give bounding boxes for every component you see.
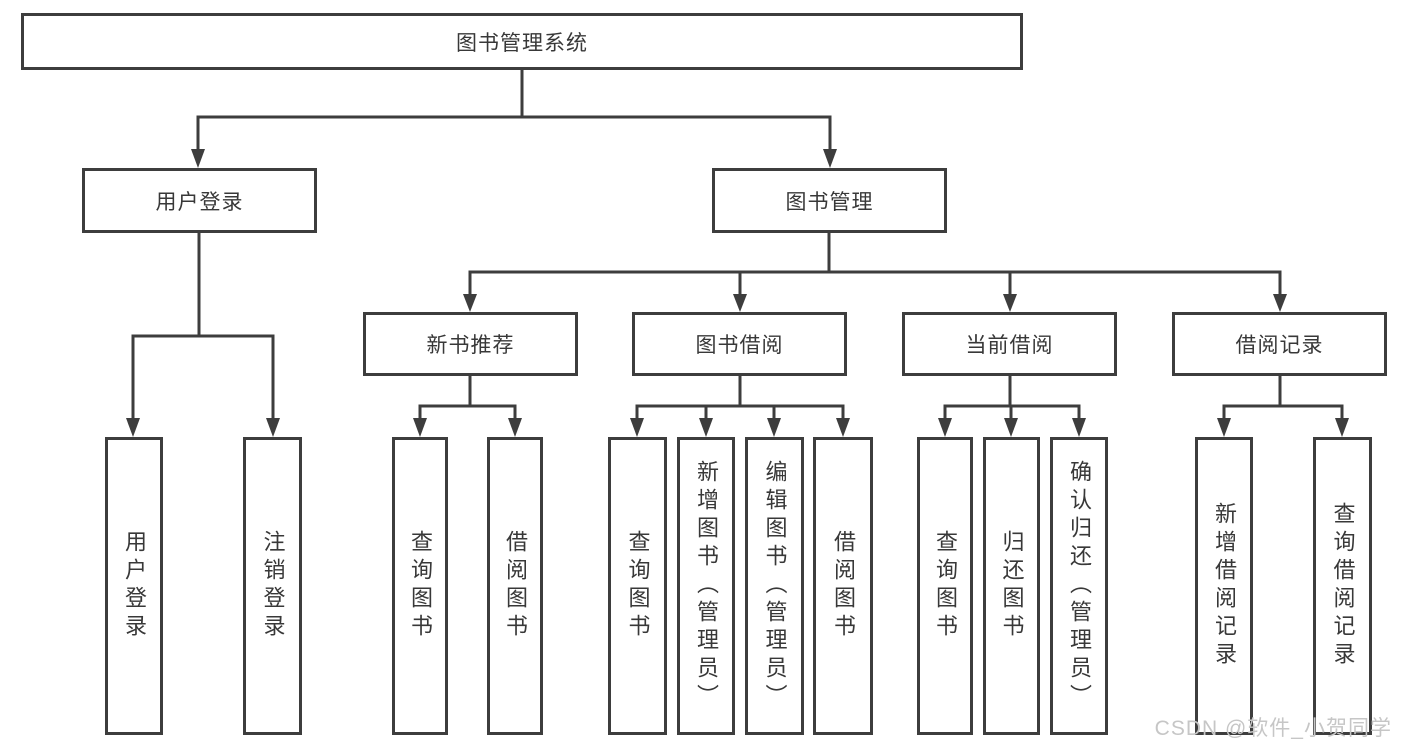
- arrowhead-icon: [938, 418, 952, 437]
- arrowhead-icon: [699, 418, 713, 437]
- node-book-mgmt: 图书管理: [712, 168, 947, 233]
- connector-book-mgmt-to-level3: [463, 233, 1287, 312]
- leaf-user-login: 用户登录: [105, 437, 163, 735]
- arrowhead-icon: [1072, 418, 1086, 437]
- node-book-borrow: 图书借阅: [632, 312, 847, 376]
- arrowhead-icon: [1217, 418, 1231, 437]
- leaf-borrow-books-rec: 借阅图书: [487, 437, 543, 735]
- arrowhead-icon: [463, 294, 477, 312]
- node-borrow-records: 借阅记录: [1172, 312, 1387, 376]
- node-new-book-rec: 新书推荐: [363, 312, 578, 376]
- arrowhead-icon: [191, 149, 205, 168]
- leaf-confirm-return-admin: 确认归还（管理员）: [1050, 437, 1108, 735]
- leaf-add-borrow-record: 新增借阅记录: [1195, 437, 1253, 735]
- connector-user-login-to-leaves: [126, 233, 280, 437]
- arrowhead-icon: [767, 418, 781, 437]
- leaf-borrow-books: 借阅图书: [813, 437, 873, 735]
- arrowhead-icon: [1335, 418, 1349, 437]
- connector-borrow-records-to-leaves: [1217, 376, 1349, 437]
- arrowhead-icon: [1003, 294, 1017, 312]
- leaf-edit-books-admin: 编辑图书（管理员）: [745, 437, 804, 735]
- connector-root-to-level2: [191, 70, 837, 168]
- arrowhead-icon: [823, 149, 837, 168]
- arrowhead-icon: [266, 418, 280, 437]
- arrowhead-icon: [630, 418, 644, 437]
- node-root: 图书管理系统: [21, 13, 1023, 70]
- node-user-login: 用户登录: [82, 168, 317, 233]
- leaf-query-borrow-record: 查询借阅记录: [1313, 437, 1372, 735]
- arrowhead-icon: [126, 418, 140, 437]
- connector-new-book-rec-to-leaves: [413, 376, 522, 437]
- leaf-add-books-admin: 新增图书（管理员）: [677, 437, 735, 735]
- arrowhead-icon: [733, 294, 747, 312]
- arrowhead-icon: [508, 418, 522, 437]
- leaf-query-books-current: 查询图书: [917, 437, 973, 735]
- leaf-query-books-rec: 查询图书: [392, 437, 448, 735]
- node-current-borrow: 当前借阅: [902, 312, 1117, 376]
- connector-book-borrow-to-leaves: [630, 376, 850, 437]
- arrowhead-icon: [1273, 294, 1287, 312]
- leaf-return-books: 归还图书: [983, 437, 1040, 735]
- connector-current-borrow-to-leaves: [938, 376, 1086, 437]
- arrowhead-icon: [1004, 418, 1018, 437]
- arrowhead-icon: [413, 418, 427, 437]
- arrowhead-icon: [836, 418, 850, 437]
- leaf-logout: 注销登录: [243, 437, 302, 735]
- leaf-query-books-borrow: 查询图书: [608, 437, 667, 735]
